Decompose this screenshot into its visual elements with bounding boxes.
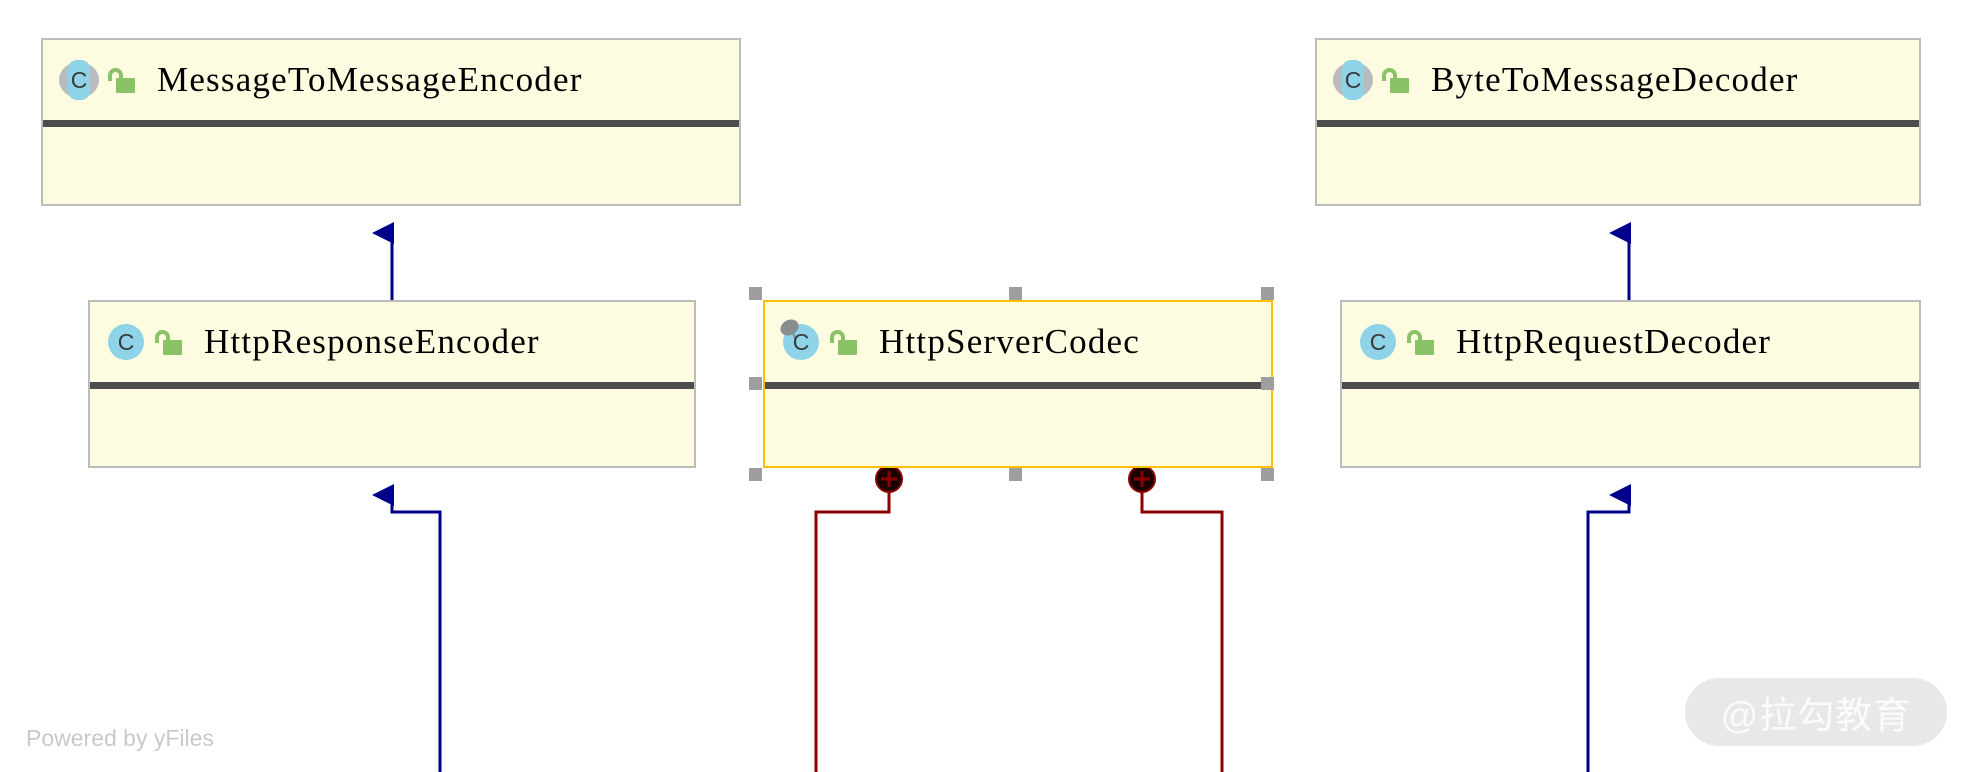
uml-class-divider: [1342, 382, 1919, 389]
uml-class-header: C MessageToMessageEncoder: [43, 40, 739, 120]
edge-httpserverrequestdecoder-extends-httprequestdecoder: [1586, 484, 1631, 772]
uml-class-members-compartment: [43, 127, 739, 204]
lock-open-icon: [1406, 326, 1436, 358]
uml-class-name: HttpRequestDecoder: [1456, 322, 1772, 361]
selection-handle-bottom-left[interactable]: [749, 468, 762, 481]
uml-class-http-request-decoder[interactable]: C HttpRequestDecoder: [1340, 300, 1921, 468]
lock-open-icon: [107, 64, 137, 96]
uml-class-header: C HttpServerCodec: [765, 302, 1271, 382]
class-icon: C: [1356, 320, 1400, 364]
selection-handle-middle-right[interactable]: [1261, 377, 1274, 390]
class-icon-letter: C: [1369, 328, 1387, 355]
class-icon-letter: C: [70, 66, 88, 93]
lock-open-icon: [829, 326, 859, 358]
uml-class-header: C HttpResponseEncoder: [90, 302, 694, 382]
uml-class-members-compartment: [90, 389, 694, 466]
watermark-text: @拉勾教育: [1720, 695, 1912, 736]
uml-class-http-response-encoder[interactable]: C HttpResponseEncoder: [88, 300, 696, 468]
class-icon-letter: C: [792, 328, 810, 355]
class-icon: C: [104, 320, 148, 364]
edge-httpserverresponseencoder-extends-httpresponseencoder: [372, 484, 442, 772]
abstract-class-icon: C: [57, 58, 101, 102]
uml-class-members-compartment: [1342, 389, 1919, 466]
selection-handle-middle-left[interactable]: [749, 377, 762, 390]
uml-class-divider: [765, 382, 1271, 389]
uml-class-name: MessageToMessageEncoder: [157, 60, 583, 99]
edge-httpservercodec-composes-httpserverresponseencoder: [814, 465, 903, 772]
lock-open-icon: [1381, 64, 1411, 96]
selection-handle-top-right[interactable]: [1261, 287, 1274, 300]
uml-class-name: HttpResponseEncoder: [204, 322, 540, 361]
selection-handle-top-center[interactable]: [1009, 287, 1022, 300]
selection-handle-bottom-center[interactable]: [1009, 468, 1022, 481]
abstract-class-icon: C: [1331, 58, 1375, 102]
selection-handle-top-left[interactable]: [749, 287, 762, 300]
uml-class-members-compartment: [1317, 127, 1919, 204]
yfiles-credit-label: Powered by yFiles: [26, 725, 214, 751]
edge-httpservercodec-composes-httpserverrequestdecoder: [1128, 465, 1224, 772]
uml-class-name: HttpServerCodec: [879, 322, 1140, 361]
class-icon-letter: C: [1344, 66, 1362, 93]
watermark-badge: @拉勾教育: [1685, 678, 1947, 746]
uml-class-divider: [90, 382, 694, 389]
lock-open-icon: [154, 326, 184, 358]
uml-class-divider: [43, 120, 739, 127]
uml-class-header: C ByteToMessageDecoder: [1317, 40, 1919, 120]
uml-class-header: C HttpRequestDecoder: [1342, 302, 1919, 382]
uml-class-members-compartment: [765, 389, 1271, 466]
uml-class-name: ByteToMessageDecoder: [1431, 60, 1799, 99]
class-icon-letter: C: [117, 328, 135, 355]
uml-class-divider: [1317, 120, 1919, 127]
selection-handle-bottom-right[interactable]: [1261, 468, 1274, 481]
class-icon: C: [777, 316, 823, 364]
uml-class-message-to-message-encoder[interactable]: C MessageToMessageEncoder: [41, 38, 741, 206]
uml-class-byte-to-message-decoder[interactable]: C ByteToMessageDecoder: [1315, 38, 1921, 206]
uml-class-http-server-codec[interactable]: C HttpServerCodec: [763, 300, 1273, 468]
